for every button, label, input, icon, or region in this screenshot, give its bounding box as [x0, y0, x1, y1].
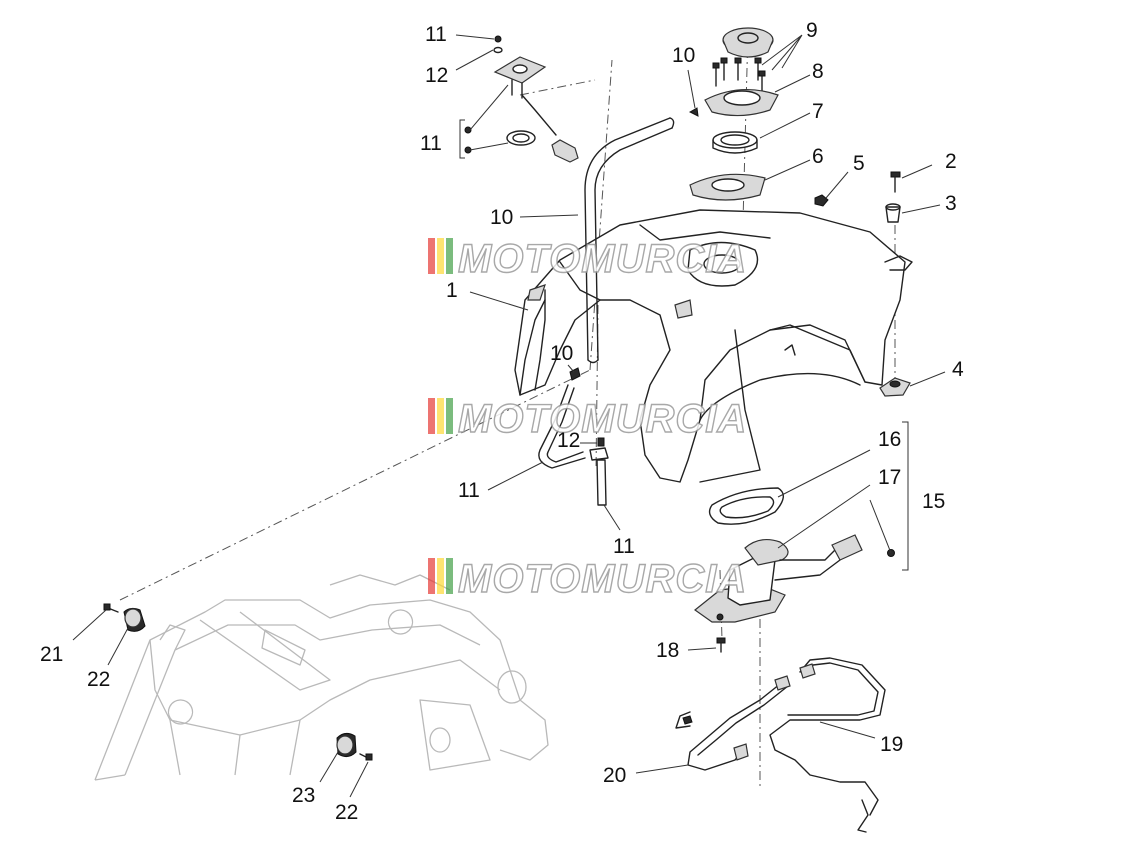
level-sender — [493, 35, 579, 163]
frame-chassis — [94, 574, 549, 781]
callout-5: 5 — [853, 152, 865, 175]
small-hardware — [688, 107, 911, 397]
group-brackets — [459, 119, 909, 571]
callout-16: 15 — [922, 490, 945, 513]
fuel-tank — [514, 209, 913, 483]
callout-labels: 11 12 11 10 9 8 7 6 5 2 3 4 10 1 10 12 1… — [40, 19, 964, 824]
filler-flange — [704, 88, 779, 117]
callout-10-bottom: 10 — [550, 342, 573, 365]
callout-17: 16 — [878, 428, 901, 451]
callout-7: 7 — [812, 100, 824, 123]
callout-14: 11 — [425, 23, 447, 46]
callout-11-bottom: 11 — [613, 535, 635, 558]
filler-cap — [722, 27, 774, 58]
callout-4: 4 — [952, 358, 964, 381]
watermark-text-bottom: MOTOMURCIA — [458, 557, 747, 601]
vent-hose — [584, 117, 675, 364]
callout-9: 9 — [806, 19, 818, 42]
screws-9 — [712, 57, 766, 95]
gasket-ring — [712, 131, 758, 154]
callout-20: 19 — [880, 733, 903, 756]
watermark-middle: MOTOMURCIA — [428, 396, 747, 442]
callout-15: 12 — [425, 64, 448, 87]
screw-19 — [716, 637, 726, 653]
leader-lines — [72, 34, 946, 798]
callout-22-left: 21 — [40, 643, 63, 666]
fuel-pump — [694, 534, 895, 623]
pump-gasket — [708, 487, 784, 525]
fuel-lines — [675, 657, 886, 833]
callout-12: 12 — [557, 429, 580, 452]
watermark-text-middle: MOTOMURCIA — [458, 397, 747, 441]
watermark-text-top: MOTOMURCIA — [458, 237, 747, 281]
callout-18: 17 — [878, 466, 901, 489]
callout-21: 20 — [603, 764, 626, 787]
callout-11-left: 11 — [458, 479, 480, 502]
callout-3: 3 — [945, 192, 957, 215]
callout-19: 18 — [656, 639, 679, 662]
callout-23-right: 23 — [292, 784, 315, 807]
callout-1: 1 — [446, 279, 458, 302]
filler-base-plate — [689, 173, 766, 201]
callout-23-left: 22 — [87, 668, 110, 691]
callout-10-top: 10 — [672, 44, 695, 67]
rubber-mounts — [103, 603, 373, 761]
callout-8: 8 — [812, 60, 824, 83]
drain-hose — [538, 367, 609, 506]
callout-13: 11 — [420, 132, 442, 155]
callout-2: 2 — [945, 150, 957, 173]
watermark-bottom: MOTOMURCIA — [428, 556, 747, 602]
callout-22-right: 22 — [335, 801, 358, 824]
callout-6: 6 — [812, 145, 824, 168]
callout-11-top: 10 — [490, 206, 513, 229]
watermark-top: MOTOMURCIA — [428, 236, 747, 282]
